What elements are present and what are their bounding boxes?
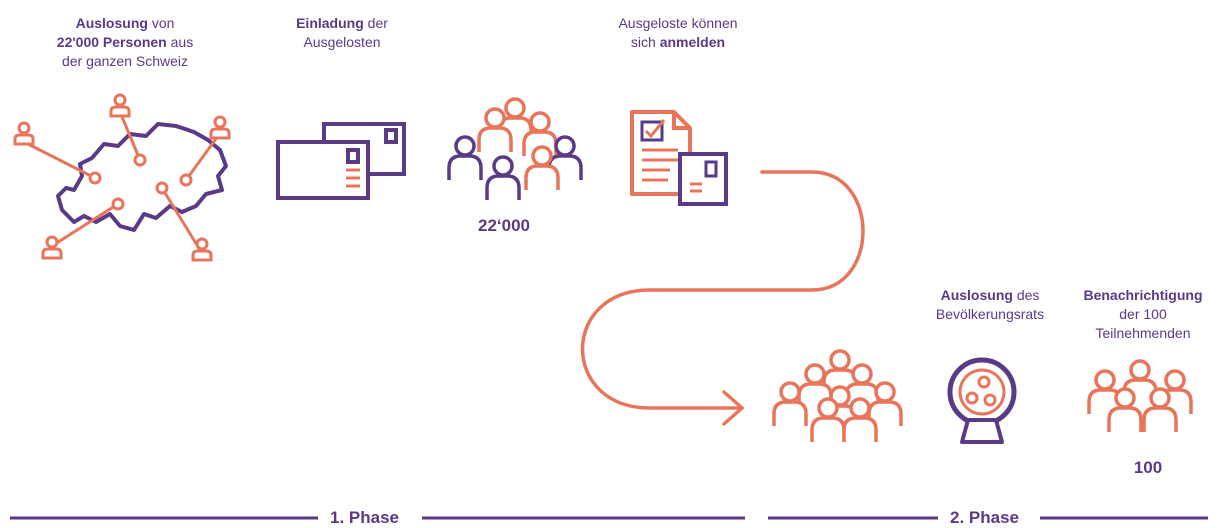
step-lottery-count: 22'000 Personen [56, 34, 167, 50]
step-registration-text: Ausgeloste können [618, 15, 738, 31]
step-notification-text2: der 100 [1119, 306, 1167, 322]
step-council-lottery-label: Auslosung des Bevölkerungsrats [900, 286, 1080, 324]
flow-arrow [580, 170, 865, 426]
step-registration-label: Ausgeloste können sich anmelden [588, 14, 768, 52]
phase-1-label: 1. Phase [322, 508, 407, 528]
step-invitation-text: der [363, 15, 388, 31]
crowd-icon [772, 349, 903, 444]
step-registration-bold: anmelden [659, 34, 726, 50]
phase-2-label: 2. Phase [942, 508, 1027, 528]
step-invitation-label: Einladung der Ausgelosten [262, 14, 422, 52]
step-lottery-text3: der ganzen Schweiz [61, 53, 189, 69]
registration-form-icon [630, 110, 728, 206]
crowd-icon [447, 97, 583, 202]
step-lottery-bold: Auslosung [75, 15, 148, 31]
step-invitation-bold: Einladung [296, 15, 364, 31]
participants-count: 100 [1133, 458, 1163, 477]
step-lottery-text2: aus [166, 34, 194, 50]
step-invitation-text2: Ausgelosten [303, 34, 381, 50]
registered-count: 22‘000 [478, 216, 530, 235]
lottery-drum-icon [947, 357, 1017, 444]
switzerland-map-icon [13, 93, 231, 262]
step-lottery-label: Auslosung von 22'000 Personen aus der ga… [30, 14, 220, 71]
step-council-lottery-bold: Auslosung [940, 287, 1013, 303]
step-council-lottery-text2: Bevölkerungsrats [935, 306, 1045, 322]
envelopes-icon [276, 122, 406, 200]
step-notification-label: Benachrichtigung der 100 Teilnehmenden [1068, 286, 1218, 343]
step-notification-text3: Teilnehmenden [1095, 325, 1191, 341]
step-registration-text2: sich [630, 34, 660, 50]
step-lottery-text: von [147, 15, 175, 31]
group-icon [1087, 359, 1193, 434]
step-council-lottery-text: des [1012, 287, 1040, 303]
step-notification-bold: Benachrichtigung [1083, 287, 1203, 303]
